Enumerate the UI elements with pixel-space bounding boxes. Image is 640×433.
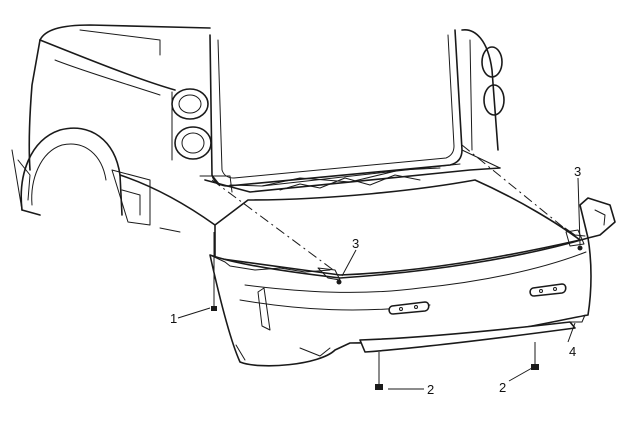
callout-4: 4 <box>569 344 576 359</box>
lower-pushpin-right <box>531 342 539 370</box>
vehicle-body <box>11 24 505 233</box>
callout-2-right: 2 <box>499 380 506 395</box>
alignment-line-right <box>461 144 575 237</box>
upper-fastener-right <box>565 229 585 251</box>
alignment-line-left <box>211 179 337 273</box>
upper-fastener-left <box>317 267 342 285</box>
side-fastener <box>211 232 217 311</box>
callout-2-left: 2 <box>427 382 434 397</box>
lower-pushpin-left <box>375 352 383 390</box>
bumper-fascia <box>209 179 616 367</box>
callout-3-right: 3 <box>574 164 581 179</box>
callout-3-left: 3 <box>352 236 359 251</box>
callout-1: 1 <box>170 311 177 326</box>
